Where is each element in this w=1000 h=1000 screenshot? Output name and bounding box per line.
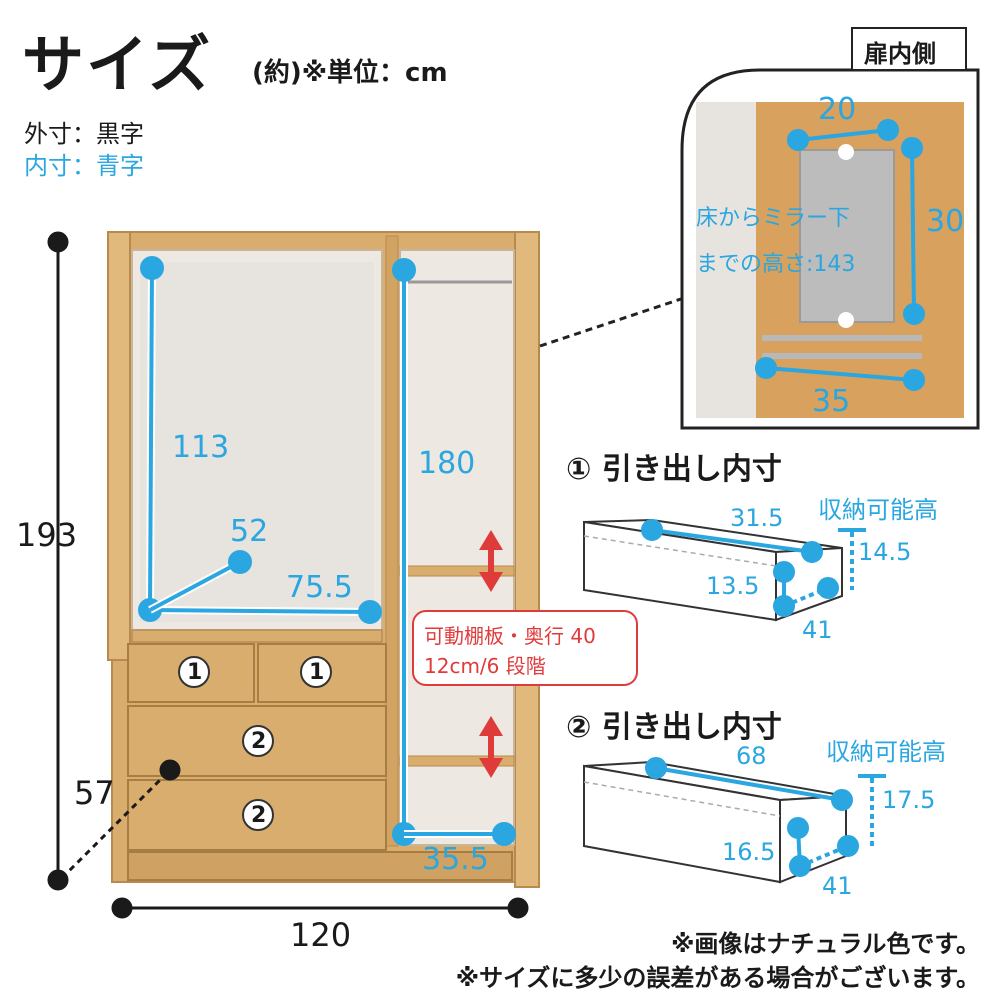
drawer2-storage-height: 17.5 <box>882 786 936 814</box>
total-width-label: 120 <box>290 916 352 954</box>
drawer2-diagram <box>583 757 886 884</box>
drawer1-storage-height: 14.5 <box>858 538 912 566</box>
unit-label: (約)※単位：cm <box>252 58 448 88</box>
wardrobe-body <box>107 231 540 888</box>
drawer1-title: ① 引き出し内寸 <box>566 452 782 487</box>
mirror-width-label: 20 <box>818 92 857 127</box>
drawer1-height-label: 13.5 <box>706 572 760 600</box>
drawer2-height-label: 16.5 <box>722 838 776 866</box>
right-inner-width-label: 35.5 <box>422 842 489 877</box>
mirror-height-label: 30 <box>926 204 965 239</box>
left-inner-height-label: 113 <box>172 430 230 465</box>
shelf-move-arrows <box>479 530 503 778</box>
inset-connector <box>539 294 691 348</box>
door-inside-label: 扉内側 <box>864 40 936 68</box>
shelf-note-bubble: 可動棚板・奥行 40 12cm/6 段階 <box>412 610 638 686</box>
outer-dimension-lines <box>47 231 529 919</box>
drawer-badges <box>178 656 332 831</box>
bar-width-label: 35 <box>812 384 851 419</box>
mirror-note-line1: 床からミラー下 <box>696 206 851 231</box>
right-inner-height-label: 180 <box>418 446 476 481</box>
drawer-badge-1b: 1 <box>309 660 325 685</box>
drawer1-depth-label: 41 <box>802 616 833 644</box>
shelf-note-line1: 可動棚板・奥行 40 <box>424 624 596 648</box>
note-tolerance: ※サイズに多少の誤差がある場合がございます。 <box>455 964 980 992</box>
drawer2-storage-label: 収納可能高 <box>826 738 946 766</box>
total-depth-label: 57 <box>74 774 115 812</box>
drawer-badge-2a: 2 <box>251 729 267 754</box>
shelf-note-line2: 12cm/6 段階 <box>424 654 546 678</box>
total-height-label: 193 <box>16 516 78 554</box>
left-inner-width-label: 75.5 <box>286 570 353 605</box>
drawer2-width-label: 68 <box>736 742 767 770</box>
drawer1-storage-label: 収納可能高 <box>818 496 938 524</box>
inner-dimension-lines <box>138 256 516 846</box>
note-color: ※画像はナチュラル色です。 <box>671 930 980 958</box>
drawer-badge-1a: 1 <box>187 660 203 685</box>
drawer1-width-label: 31.5 <box>730 504 784 532</box>
drawer-badge-2b: 2 <box>251 803 267 828</box>
drawer1-diagram <box>583 518 866 622</box>
drawer2-title: ② 引き出し内寸 <box>566 710 782 745</box>
left-inner-depth-label: 52 <box>230 514 269 549</box>
door-inside-inset <box>680 27 980 430</box>
mirror-note-line2: までの高さ:143 <box>696 252 856 277</box>
drawer2-depth-label: 41 <box>822 872 853 900</box>
legend-inner: 内寸：青字 <box>24 152 144 180</box>
page-title: サイズ <box>22 28 213 101</box>
legend-outer: 外寸：黒字 <box>24 120 144 148</box>
